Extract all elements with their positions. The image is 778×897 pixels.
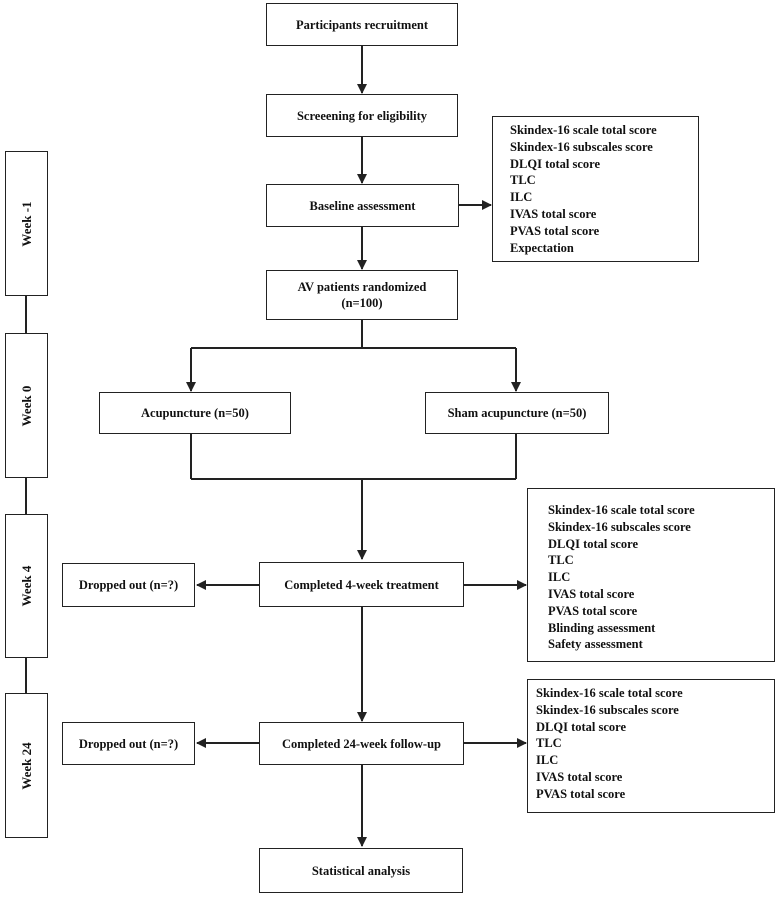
list-item: Skindex-16 subscales score [510, 139, 653, 154]
recruitment-box: Participants recruitment [266, 3, 458, 46]
week-0-label: Week 0 [18, 385, 34, 426]
list-item: DLQI total score [536, 719, 627, 734]
week-24-box: Week 24 [5, 693, 48, 838]
sham-label: Sham acupuncture (n=50) [447, 406, 587, 420]
randomized-count: (n=100) [341, 296, 383, 310]
list-item: Safety assessment [548, 637, 643, 652]
list-item: IVAS total score [510, 206, 597, 221]
recruitment-label: Participants recruitment [295, 17, 429, 32]
list-item: Skindex-16 scale total score [510, 123, 657, 137]
week24-outcomes-list: Skindex-16 scale total score Skindex-16 … [527, 679, 775, 813]
statistical-analysis-label: Statistical analysis [311, 863, 411, 878]
list-item: ILC [548, 570, 571, 585]
dropped-24wk-box: Dropped out (n=?) [62, 722, 195, 765]
list-item: TLC [536, 736, 562, 751]
baseline-box: Baseline assessment [266, 184, 459, 227]
list-item: TLC [510, 173, 536, 188]
list-item: DLQI total score [548, 536, 639, 551]
randomized-box: AV patients randomized (n=100) [266, 270, 458, 320]
list-item: PVAS total score [536, 786, 626, 801]
list-item: Skindex-16 subscales score [536, 702, 679, 717]
completed-24wk-box: Completed 24-week follow-up [259, 722, 464, 765]
screening-label: Screeening for eligibility [296, 108, 428, 123]
randomized-label: AV patients randomized [297, 280, 427, 294]
list-item: ILC [510, 190, 533, 205]
list-item: Expectation [510, 240, 574, 255]
week-24-label: Week 24 [18, 741, 34, 790]
baseline-label: Baseline assessment [309, 198, 416, 213]
completed-4wk-box: Completed 4-week treatment [259, 562, 464, 607]
acupuncture-box: Acupuncture (n=50) [99, 392, 291, 434]
week-0-box: Week 0 [5, 333, 48, 478]
list-item: ILC [536, 753, 559, 768]
list-item: IVAS total score [536, 769, 623, 784]
list-item: Blinding assessment [548, 620, 656, 635]
list-item: Skindex-16 scale total score [548, 503, 695, 517]
statistical-analysis-box: Statistical analysis [259, 848, 463, 893]
week-4-box: Week 4 [5, 514, 48, 658]
list-item: IVAS total score [548, 586, 635, 601]
list-item: Skindex-16 scale total score [536, 686, 683, 700]
screening-box: Screeening for eligibility [266, 94, 458, 137]
dropped-4wk-box: Dropped out (n=?) [62, 563, 195, 607]
list-item: Skindex-16 subscales score [548, 519, 691, 534]
week4-outcomes-list: Skindex-16 scale total score Skindex-16 … [527, 488, 775, 662]
week-minus1-label: Week -1 [18, 200, 34, 247]
list-item: PVAS total score [548, 603, 638, 618]
list-item: PVAS total score [510, 223, 600, 238]
week-minus1-box: Week -1 [5, 151, 48, 296]
dropped-4wk-label: Dropped out (n=?) [78, 578, 179, 592]
list-item: TLC [548, 553, 574, 568]
week-4-label: Week 4 [18, 565, 34, 607]
dropped-24wk-label: Dropped out (n=?) [78, 736, 179, 751]
acupuncture-label: Acupuncture (n=50) [141, 406, 249, 420]
list-item: DLQI total score [510, 156, 601, 171]
sham-box: Sham acupuncture (n=50) [425, 392, 609, 434]
baseline-outcomes-list: Skindex-16 scale total score Skindex-16 … [492, 116, 699, 262]
completed-24wk-label: Completed 24-week follow-up [281, 736, 441, 751]
completed-4wk-label: Completed 4-week treatment [284, 577, 439, 592]
